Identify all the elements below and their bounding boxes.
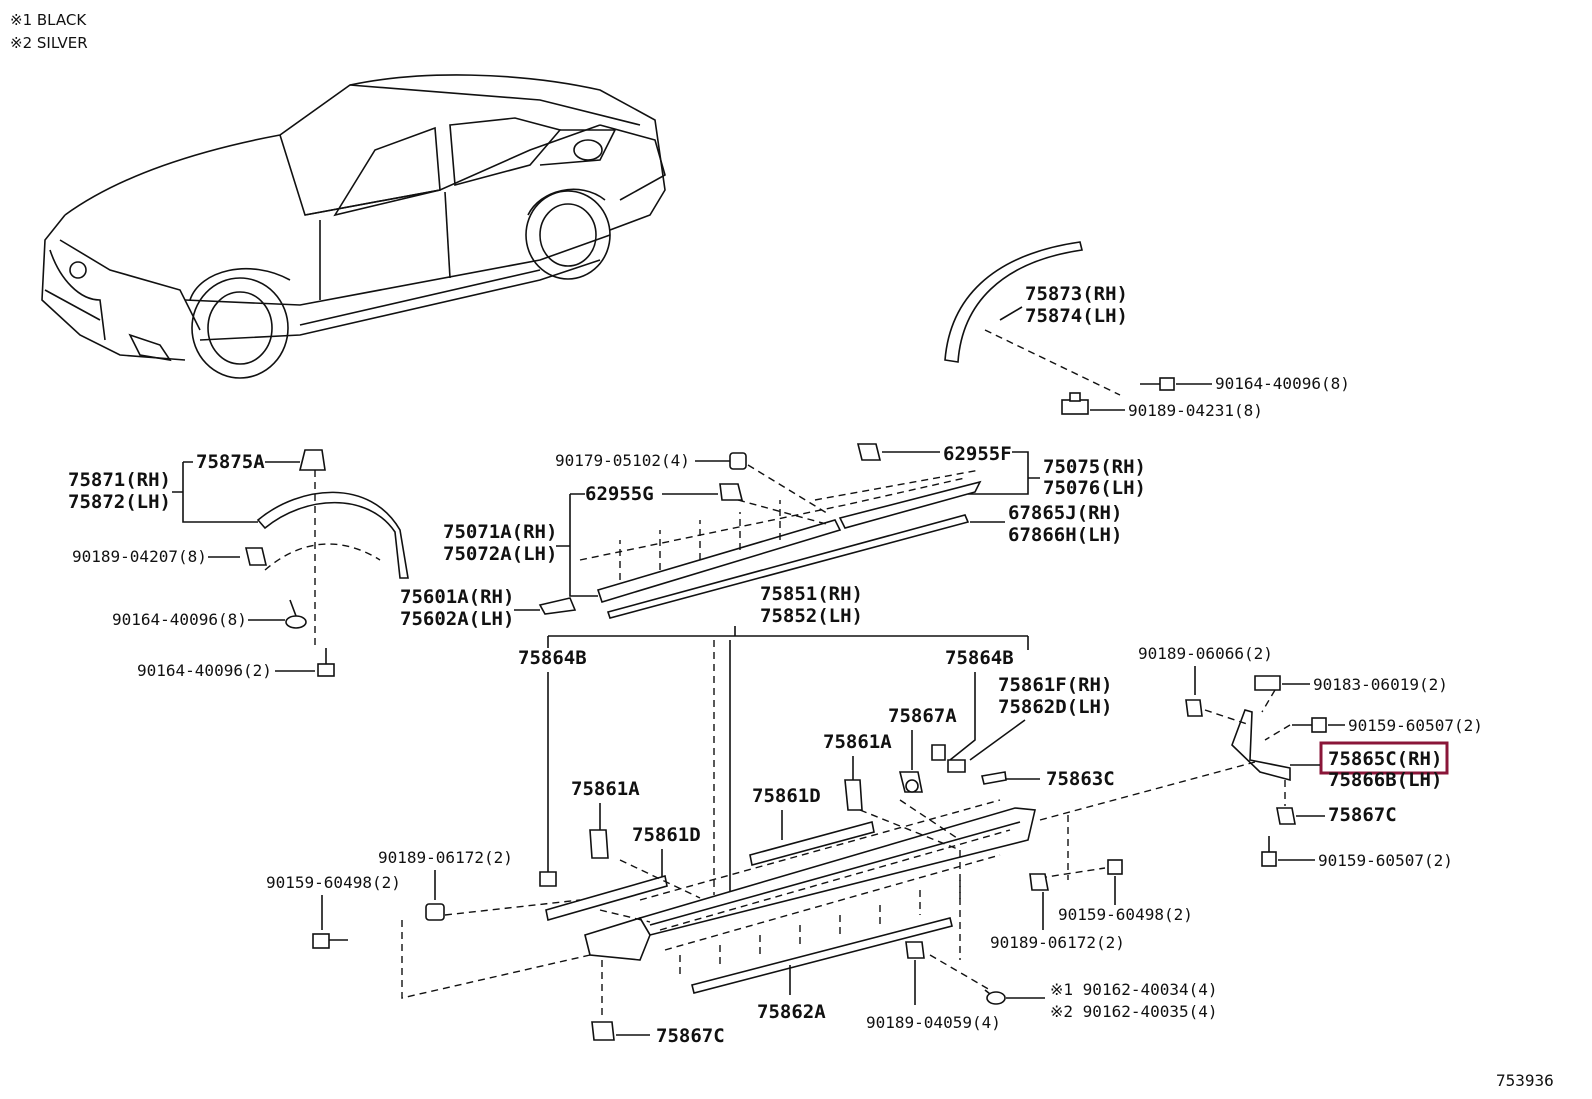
label-90189-04231: 90189-04231(8) (1128, 401, 1263, 420)
label-90159-60498-left: 90159-60498(2) (266, 873, 401, 892)
label-75867C-bottom: 75867C (656, 1025, 725, 1047)
spacer-icon (844, 779, 863, 811)
bracket-icon (931, 744, 966, 773)
clip-icon (244, 547, 268, 566)
screw-icon (1292, 717, 1327, 733)
label-75863C: 75863C (1046, 768, 1115, 790)
label-75602A: 75602A(LH) (400, 608, 514, 630)
car-illustration (41, 74, 666, 379)
label-75864B-right: 75864B (945, 647, 1014, 669)
clip-icon (1276, 807, 1296, 825)
clip-icon (591, 1021, 615, 1041)
rocker-molding-lower (606, 514, 970, 619)
label-75601A: 75601A(RH) (400, 586, 514, 608)
screw-icon (312, 933, 348, 949)
label-75861A-left: 75861A (571, 778, 640, 800)
label-90183-06019: 90183-06019(2) (1313, 675, 1448, 694)
front-arch-molding (256, 491, 409, 579)
label-75861A-mid: 75861A (823, 731, 892, 753)
side-bracket-75865C (1231, 709, 1291, 782)
label-90189-06172-right: 90189-06172(2) (990, 933, 1125, 952)
label-90162-40035: ※2 90162-40035(4) (1050, 1002, 1218, 1021)
label-67866H: 67866H(LH) (1008, 524, 1122, 546)
screw-icon (317, 648, 335, 677)
label-75861D-left: 75861D (632, 824, 701, 846)
retainer-icon (898, 771, 923, 793)
label-75872: 75872(LH) (68, 491, 171, 513)
pad-icon (981, 771, 1007, 785)
nut-icon (1254, 675, 1281, 691)
clip-icon (1029, 873, 1049, 891)
bracket-icon (539, 871, 557, 887)
label-75867C-right: 75867C (1328, 804, 1397, 826)
label-75862D: 75862D(LH) (998, 696, 1112, 718)
label-90159-60507-a: 90159-60507(2) (1348, 716, 1483, 735)
side-sill-main (584, 807, 1036, 961)
screw-icon (285, 599, 307, 629)
sill-strip-left (545, 874, 668, 922)
clip-icon (298, 449, 326, 471)
label-75867A: 75867A (888, 705, 957, 727)
label-75864B-left: 75864B (518, 647, 587, 669)
lower-strip-75862A (691, 917, 953, 994)
clip-icon (905, 941, 925, 959)
label-75861F: 75861F(RH) (998, 674, 1112, 696)
label-90189-06172-left: 90189-06172(2) (378, 848, 513, 867)
nut-icon (425, 903, 445, 921)
label-75075: 75075(RH) (1043, 456, 1146, 478)
label-75871: 75871(RH) (68, 469, 171, 491)
label-90164-40096-8a: 90164-40096(8) (1215, 374, 1350, 393)
diagram-id: 753936 (1496, 1071, 1554, 1090)
label-67865J: 67865J(RH) (1008, 502, 1122, 524)
label-75076: 75076(LH) (1043, 477, 1146, 499)
label-75071A: 75071A(RH) (443, 521, 557, 543)
note-silver: ※2 SILVER (10, 34, 88, 52)
label-90164-40096-2: 90164-40096(2) (137, 661, 272, 680)
spacer-icon (589, 829, 609, 859)
label-75874: 75874(LH) (1025, 305, 1128, 327)
label-90159-60498-right: 90159-60498(2) (1058, 905, 1193, 924)
screw-icon (1261, 836, 1277, 867)
clip-icon (719, 483, 744, 501)
label-75862A: 75862A (757, 1001, 826, 1023)
rocker-molding-upper (596, 480, 982, 603)
screw-icon (1107, 859, 1123, 875)
label-75861D-mid: 75861D (752, 785, 821, 807)
note-black: ※1 BLACK (10, 11, 87, 29)
label-90179-05102: 90179-05102(4) (555, 451, 690, 470)
label-90189-04059: 90189-04059(4) (866, 1013, 1001, 1032)
sill-strip-mid (749, 821, 875, 866)
label-75875A: 75875A (196, 451, 265, 473)
label-90164-40096-8b: 90164-40096(8) (112, 610, 247, 629)
clip-icon (1061, 392, 1089, 415)
clip-icon (1185, 699, 1203, 717)
label-75852: 75852(LH) (760, 605, 863, 627)
label-90189-06066: 90189-06066(2) (1138, 644, 1273, 663)
screw-icon (1140, 377, 1175, 391)
clip-icon (856, 443, 882, 461)
label-75865C[interactable]: 75865C(RH) (1328, 748, 1442, 770)
label-75072A: 75072A(LH) (443, 543, 557, 565)
label-75851: 75851(RH) (760, 583, 863, 605)
label-62955F: 62955F (943, 443, 1012, 465)
label-62955G: 62955G (585, 483, 654, 505)
label-90159-60507-b: 90159-60507(2) (1318, 851, 1453, 870)
label-90189-04207: 90189-04207(8) (72, 547, 207, 566)
label-90162-40034: ※1 90162-40034(4) (1050, 980, 1218, 999)
screw-icon (984, 989, 1006, 1005)
nut-icon (729, 452, 747, 470)
label-75873: 75873(RH) (1025, 283, 1128, 305)
label-75866B: 75866B(LH) (1328, 769, 1442, 791)
highlight-box (1319, 741, 1449, 775)
end-cap-icon (538, 597, 577, 615)
rear-arch-molding (944, 241, 1083, 363)
